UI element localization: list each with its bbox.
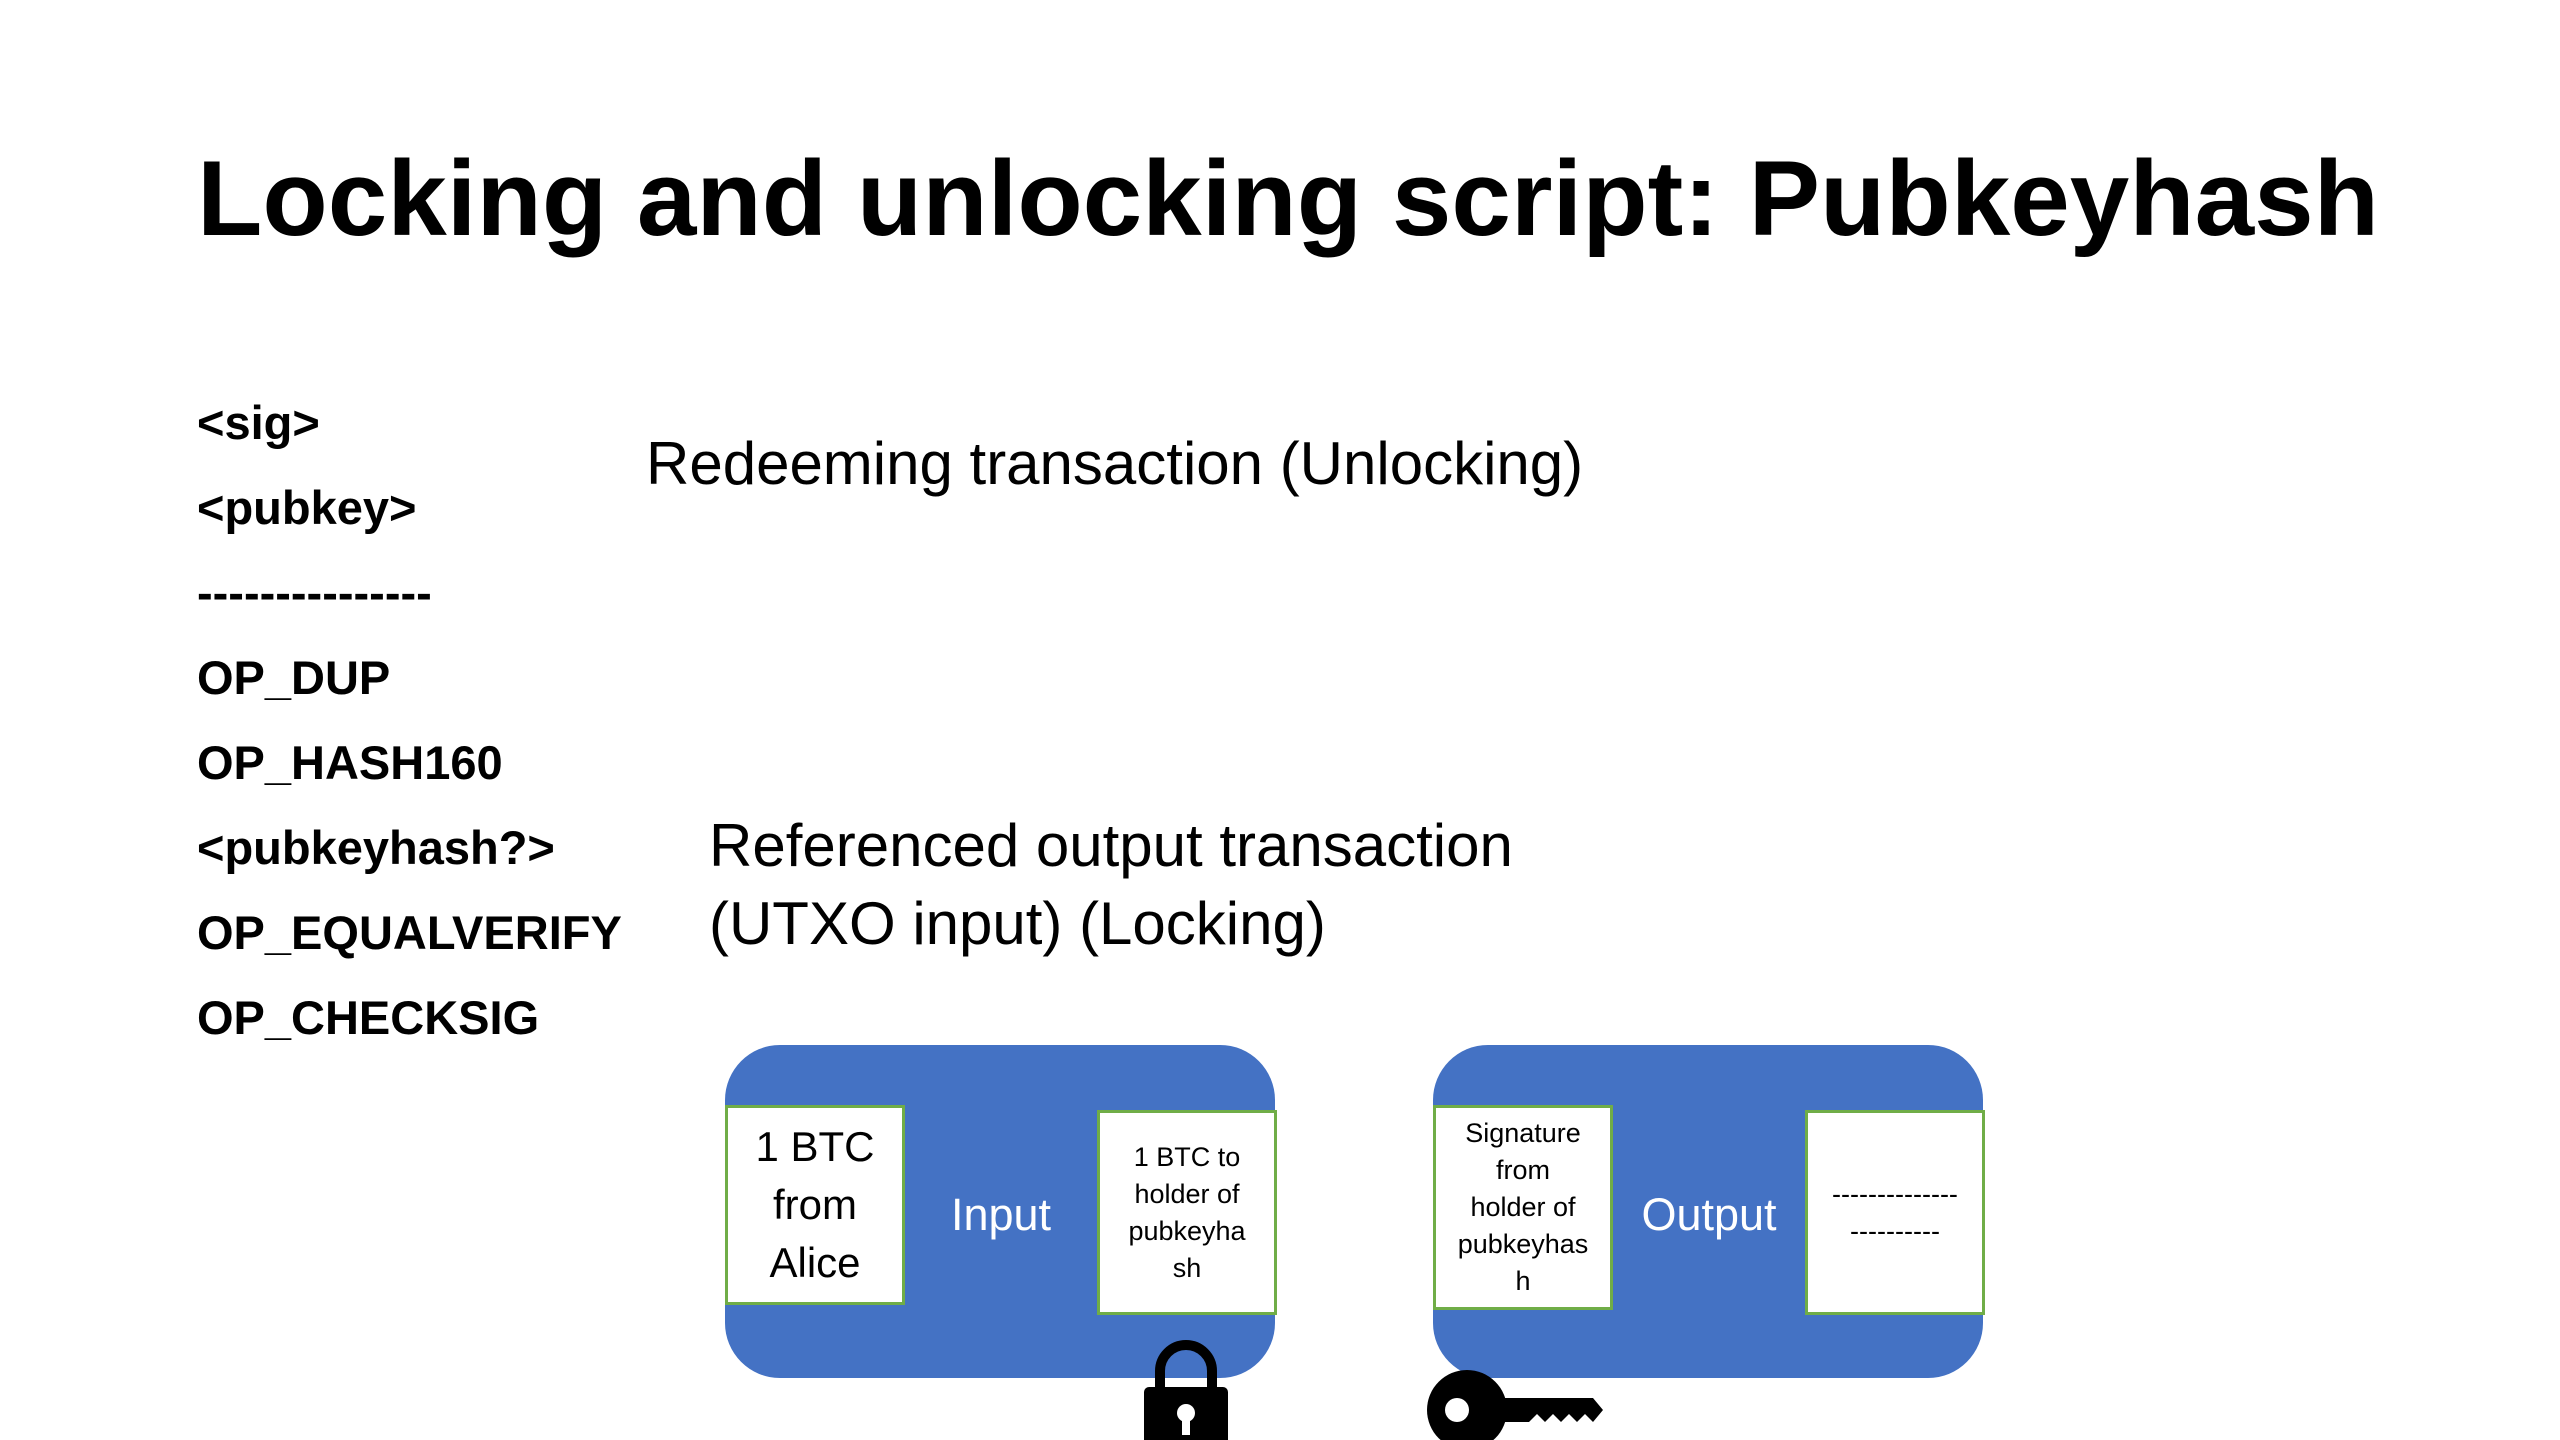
script-line: OP_DUP: [197, 651, 391, 704]
script-line: OP_HASH160: [197, 736, 503, 789]
output-label: Output: [1641, 1189, 1777, 1240]
locking-label-line2: (UTXO input) (Locking): [709, 890, 1326, 957]
script-line: OP_CHECKSIG: [197, 991, 540, 1044]
script-line: OP_EQUALVERIFY: [197, 906, 622, 959]
locking-label-line1: Referenced output transaction: [709, 812, 1513, 879]
lock-icon: [1144, 1340, 1228, 1440]
input-label: Input: [950, 1189, 1052, 1240]
script-line: <sig>: [197, 396, 320, 449]
unlocking-label: Redeeming transaction (Unlocking): [646, 430, 1584, 497]
locking-label: Referenced output transaction (UTXO inpu…: [709, 807, 1513, 963]
output-signature-cell: Signature from holder of pubkeyhas h: [1433, 1105, 1613, 1310]
output-empty-cell: -------------- ----------: [1805, 1110, 1985, 1315]
input-source-cell: 1 BTC from Alice: [725, 1105, 905, 1305]
slide-title: Locking and unlocking script: Pubkeyhash: [197, 138, 2379, 258]
key-icon: [1427, 1370, 1603, 1440]
input-locking-cell: 1 BTC to holder of pubkeyha sh: [1097, 1110, 1277, 1315]
input-transaction-box: 1 BTC from Alice Input 1 BTC to holder o…: [725, 1045, 1277, 1378]
script-line: <pubkeyhash?>: [197, 821, 555, 874]
script-list: <sig> <pubkey> --------------- OP_DUP OP…: [197, 388, 622, 1068]
script-separator: ---------------: [197, 566, 432, 619]
output-transaction-box: Signature from holder of pubkeyhas h Out…: [1433, 1045, 1985, 1378]
script-line: <pubkey>: [197, 481, 417, 534]
